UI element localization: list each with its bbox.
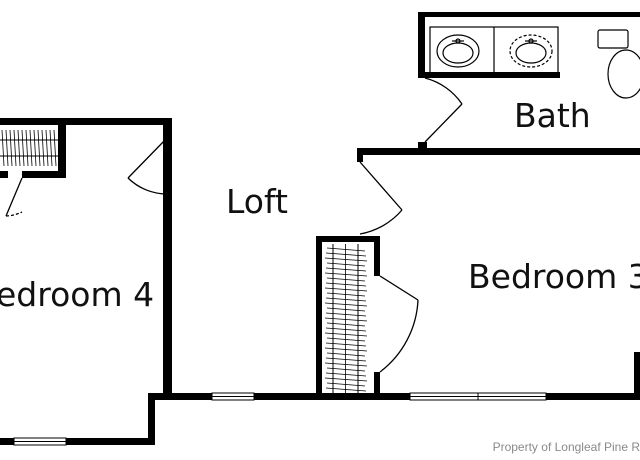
closet-hanger-line	[29, 129, 33, 167]
bath-fixtures	[429, 26, 640, 99]
closet-hanger-line	[324, 362, 368, 367]
room-label-bedroom-4: edroom 4	[0, 275, 154, 314]
closet-hanger-line	[326, 307, 366, 312]
closet-hanger-line	[45, 129, 49, 167]
closet-hanger-line	[325, 357, 367, 362]
closet-hanger-line	[37, 129, 41, 167]
closet-hanger-line	[41, 129, 45, 167]
closet-hanger-line	[326, 292, 366, 297]
closet-hanger-line	[326, 382, 366, 387]
closet-hanger-line	[325, 252, 367, 257]
closet3-door	[379, 275, 419, 373]
bedroom3-right-stub	[634, 352, 640, 400]
closet3-hangers	[324, 244, 368, 394]
closet-hanger-line	[325, 342, 367, 347]
closet3-right-wall-upper	[374, 236, 380, 276]
closet-hanger-line	[324, 302, 368, 307]
room-label-bedroom-3: Bedroom 3	[468, 257, 640, 296]
closet-hanger-line	[49, 129, 53, 167]
bedroom3-top-wall	[357, 148, 640, 155]
bottom-wall-a	[148, 393, 212, 400]
bath-door-jamb	[418, 142, 427, 152]
closet-hanger-line	[326, 247, 366, 252]
closet-hanger-line	[326, 352, 366, 357]
closet-hanger-line	[326, 337, 366, 342]
closet4-hangers	[0, 129, 58, 167]
bedroom4-top-right-jamb	[163, 118, 172, 138]
bedroom4-right-wall	[163, 118, 172, 396]
closet4-top-wall	[0, 118, 66, 125]
closet-hanger-line	[325, 327, 367, 332]
closet-hanger-line	[5, 129, 9, 167]
closet-hanger-line	[33, 129, 37, 167]
closet-hanger-line	[325, 267, 367, 272]
walls	[0, 12, 640, 445]
room-label-bath: Bath	[514, 96, 591, 135]
bottom-wall-b	[254, 393, 410, 400]
closet-hanger-line	[25, 129, 29, 167]
window-bottom-right	[409, 392, 547, 401]
watermark-credit: Property of Longleaf Pine R	[486, 437, 640, 457]
closet-hanger-line	[325, 282, 367, 287]
closet-hanger-line	[324, 287, 368, 292]
bath-left-wall	[418, 12, 425, 78]
window-bedroom4	[13, 437, 67, 446]
bath-top-wall	[418, 12, 640, 17]
bedroom4-door	[127, 137, 168, 195]
closet-hanger-line	[324, 272, 368, 277]
closet-hanger-line	[324, 347, 368, 352]
closet-hanger-line	[53, 129, 57, 167]
closet-hanger-line	[326, 322, 366, 327]
bedroom4-offset-vertical	[148, 393, 155, 443]
closet-hanger-line	[324, 317, 368, 322]
bedroom4-bottom-wall-a	[0, 438, 14, 445]
bedroom4-bottom-wall-b	[66, 438, 155, 445]
closet-hanger-line	[324, 332, 368, 337]
closet-hanger-line	[21, 129, 25, 167]
bedroom3-top-left-jamb	[357, 148, 363, 162]
closet-hanger-line	[326, 367, 366, 372]
closet-hanger-line	[13, 129, 17, 167]
closet4-door	[5, 177, 23, 217]
closet4-right-wall	[58, 118, 66, 178]
closet-hanger-line	[325, 312, 367, 317]
closet-hanger-line	[325, 372, 367, 377]
room-label-loft: Loft	[226, 182, 288, 221]
window-bottom-left	[211, 392, 255, 401]
closet-hanger-line	[1, 129, 5, 167]
bath-vanity-bottom-wall	[418, 72, 560, 78]
closet-hanger-line	[326, 277, 366, 282]
closet4-door-jamb	[0, 171, 8, 178]
closet-hanger-line	[324, 257, 368, 262]
closet3-left-wall	[316, 236, 322, 398]
closet-hanger-line	[17, 129, 21, 167]
bottom-wall-c	[546, 393, 640, 400]
sink-left	[436, 34, 480, 68]
doors	[5, 77, 463, 373]
closet-hanger-line	[326, 262, 366, 267]
closet-hanger-line	[9, 129, 13, 167]
closet-hanger-line	[324, 377, 368, 382]
closet3-top-wall	[316, 236, 380, 242]
sink-right	[509, 34, 553, 68]
bedroom4-top-wall	[60, 118, 172, 125]
closet-hanger-line	[325, 387, 367, 392]
closet-hanger-line	[325, 297, 367, 302]
bath-door	[424, 77, 463, 143]
windows	[13, 392, 547, 446]
closet4-bottom-wall	[22, 171, 66, 178]
toilet-icon	[597, 29, 640, 99]
bedroom3-door	[359, 161, 403, 235]
closet3-right-wall-lower	[374, 372, 380, 398]
